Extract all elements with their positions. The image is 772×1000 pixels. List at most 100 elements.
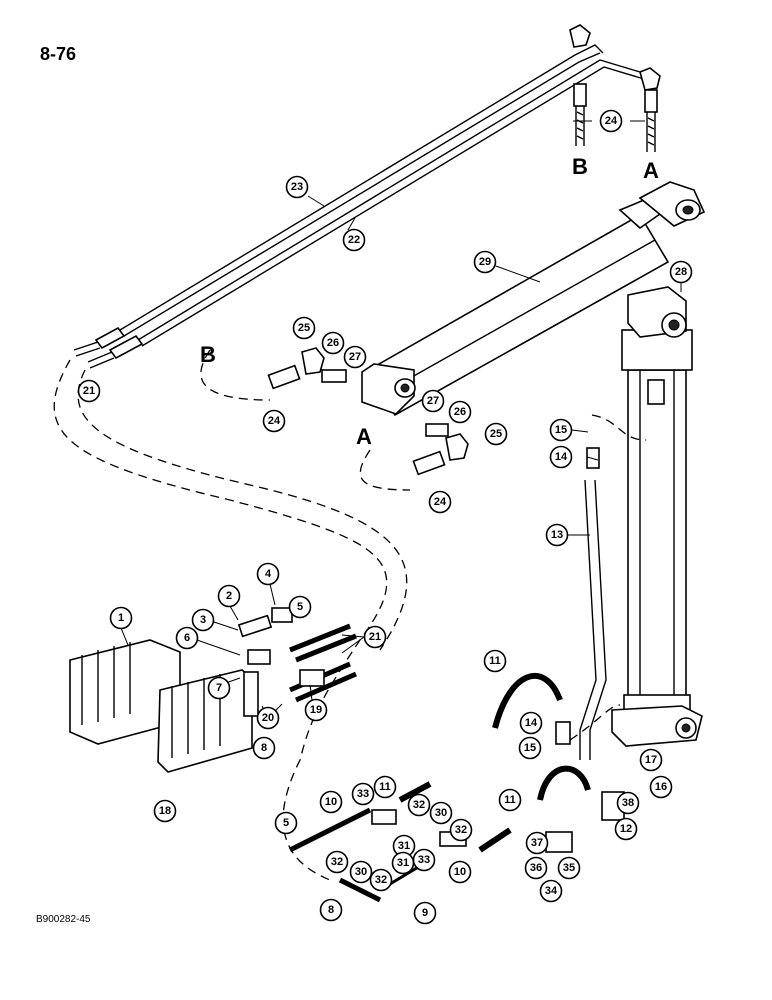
callout-34: 34	[539, 879, 563, 903]
callout-1: 1	[109, 606, 133, 630]
callout-24-top: 24	[599, 109, 623, 133]
callout-24-lower: 24	[428, 490, 452, 514]
svg-text:36: 36	[530, 862, 542, 874]
svg-text:25: 25	[298, 322, 310, 334]
callout-35: 35	[557, 856, 581, 880]
svg-text:4: 4	[265, 568, 272, 580]
callout-30-b: 30	[349, 860, 373, 884]
svg-text:24: 24	[434, 496, 447, 508]
callout-5-lower: 5	[274, 811, 298, 835]
cylinder-28	[611, 286, 703, 747]
svg-text:30: 30	[355, 866, 367, 878]
svg-text:27: 27	[427, 395, 439, 407]
svg-text:21: 21	[83, 385, 95, 397]
callout-21-left: 21	[77, 379, 101, 403]
callout-27-lower: 27	[421, 389, 445, 413]
callout-25-lower: 25	[484, 422, 508, 446]
hoses-11	[398, 672, 591, 853]
svg-text:33: 33	[357, 788, 369, 800]
callout-23: 23	[285, 175, 309, 199]
svg-text:20: 20	[262, 712, 274, 724]
port-letter-top-a: A	[643, 158, 659, 183]
svg-text:32: 32	[455, 824, 467, 836]
callout-15-top: 15	[549, 418, 573, 442]
svg-text:8: 8	[261, 742, 267, 754]
page-number: 8-76	[40, 44, 77, 64]
callout-5-top: 5	[288, 595, 312, 619]
dashed-routes	[53, 349, 647, 881]
svg-text:13: 13	[551, 529, 563, 541]
callout-26-lower: 26	[448, 400, 472, 424]
svg-text:33: 33	[418, 854, 430, 866]
callout-32-c: 32	[325, 850, 349, 874]
callout-6: 6	[175, 626, 199, 650]
svg-text:14: 14	[525, 717, 538, 729]
callout-24-mid: 24	[262, 409, 286, 433]
callout-32-b: 32	[449, 818, 473, 842]
callout-26-mid: 26	[321, 331, 345, 355]
svg-text:24: 24	[605, 115, 618, 127]
callout-25-mid: 25	[292, 316, 316, 340]
svg-text:32: 32	[331, 856, 343, 868]
svg-text:19: 19	[310, 704, 322, 716]
svg-text:24: 24	[268, 415, 281, 427]
callout-19: 19	[304, 698, 328, 722]
svg-text:11: 11	[379, 781, 391, 793]
svg-text:35: 35	[563, 862, 575, 874]
leader-lines	[120, 120, 682, 719]
cylinder-29	[361, 181, 706, 417]
callout-28: 28	[669, 260, 693, 284]
svg-text:18: 18	[159, 805, 171, 817]
callout-16: 16	[649, 775, 673, 799]
svg-text:16: 16	[655, 781, 667, 793]
callout-14-lower: 14	[519, 711, 543, 735]
svg-text:10: 10	[454, 866, 466, 878]
svg-text:1: 1	[118, 612, 124, 624]
svg-text:21: 21	[369, 631, 381, 643]
callout-37: 37	[525, 831, 549, 855]
svg-text:7: 7	[216, 682, 222, 694]
callout-29: 29	[473, 250, 497, 274]
tube-lines-22-23	[73, 24, 661, 369]
callout-8-lower: 8	[319, 898, 343, 922]
callout-11-right: 11	[498, 788, 522, 812]
callout-22: 22	[342, 228, 366, 252]
svg-text:10: 10	[325, 796, 337, 808]
port-letter-mid-b: B	[200, 342, 216, 367]
callout-2: 2	[217, 584, 241, 608]
svg-text:27: 27	[349, 351, 361, 363]
svg-text:15: 15	[555, 424, 567, 436]
callout-12: 12	[614, 817, 638, 841]
svg-text:11: 11	[489, 655, 501, 667]
svg-text:22: 22	[348, 234, 360, 246]
svg-text:26: 26	[327, 337, 339, 349]
svg-text:8: 8	[328, 904, 334, 916]
svg-text:25: 25	[490, 428, 502, 440]
svg-text:32: 32	[413, 799, 425, 811]
svg-text:31: 31	[397, 857, 409, 869]
callout-3: 3	[191, 608, 215, 632]
valve-fittings	[237, 607, 357, 717]
callout-10-top: 10	[319, 790, 343, 814]
svg-text:3: 3	[200, 614, 206, 626]
callout-38: 38	[616, 791, 640, 815]
callout-7: 7	[207, 676, 231, 700]
svg-text:15: 15	[524, 742, 536, 754]
control-valves-1-18	[69, 639, 253, 773]
callouts: 24 23 22 29 28 25 26 27 21 24 27 26 25 2…	[77, 109, 693, 925]
svg-text:26: 26	[454, 406, 466, 418]
svg-text:14: 14	[555, 451, 568, 463]
callout-21-right: 21	[363, 625, 387, 649]
callout-17: 17	[639, 748, 663, 772]
callout-31-b: 31	[391, 851, 415, 875]
svg-text:38: 38	[622, 797, 634, 809]
svg-text:37: 37	[531, 837, 543, 849]
svg-text:9: 9	[422, 907, 428, 919]
callout-18: 18	[153, 799, 177, 823]
callout-33-lower: 33	[412, 848, 436, 872]
callout-13: 13	[545, 523, 569, 547]
svg-text:29: 29	[479, 256, 491, 268]
callout-36: 36	[524, 856, 548, 880]
svg-text:5: 5	[283, 817, 289, 829]
port-letter-mid-a: A	[356, 424, 372, 449]
